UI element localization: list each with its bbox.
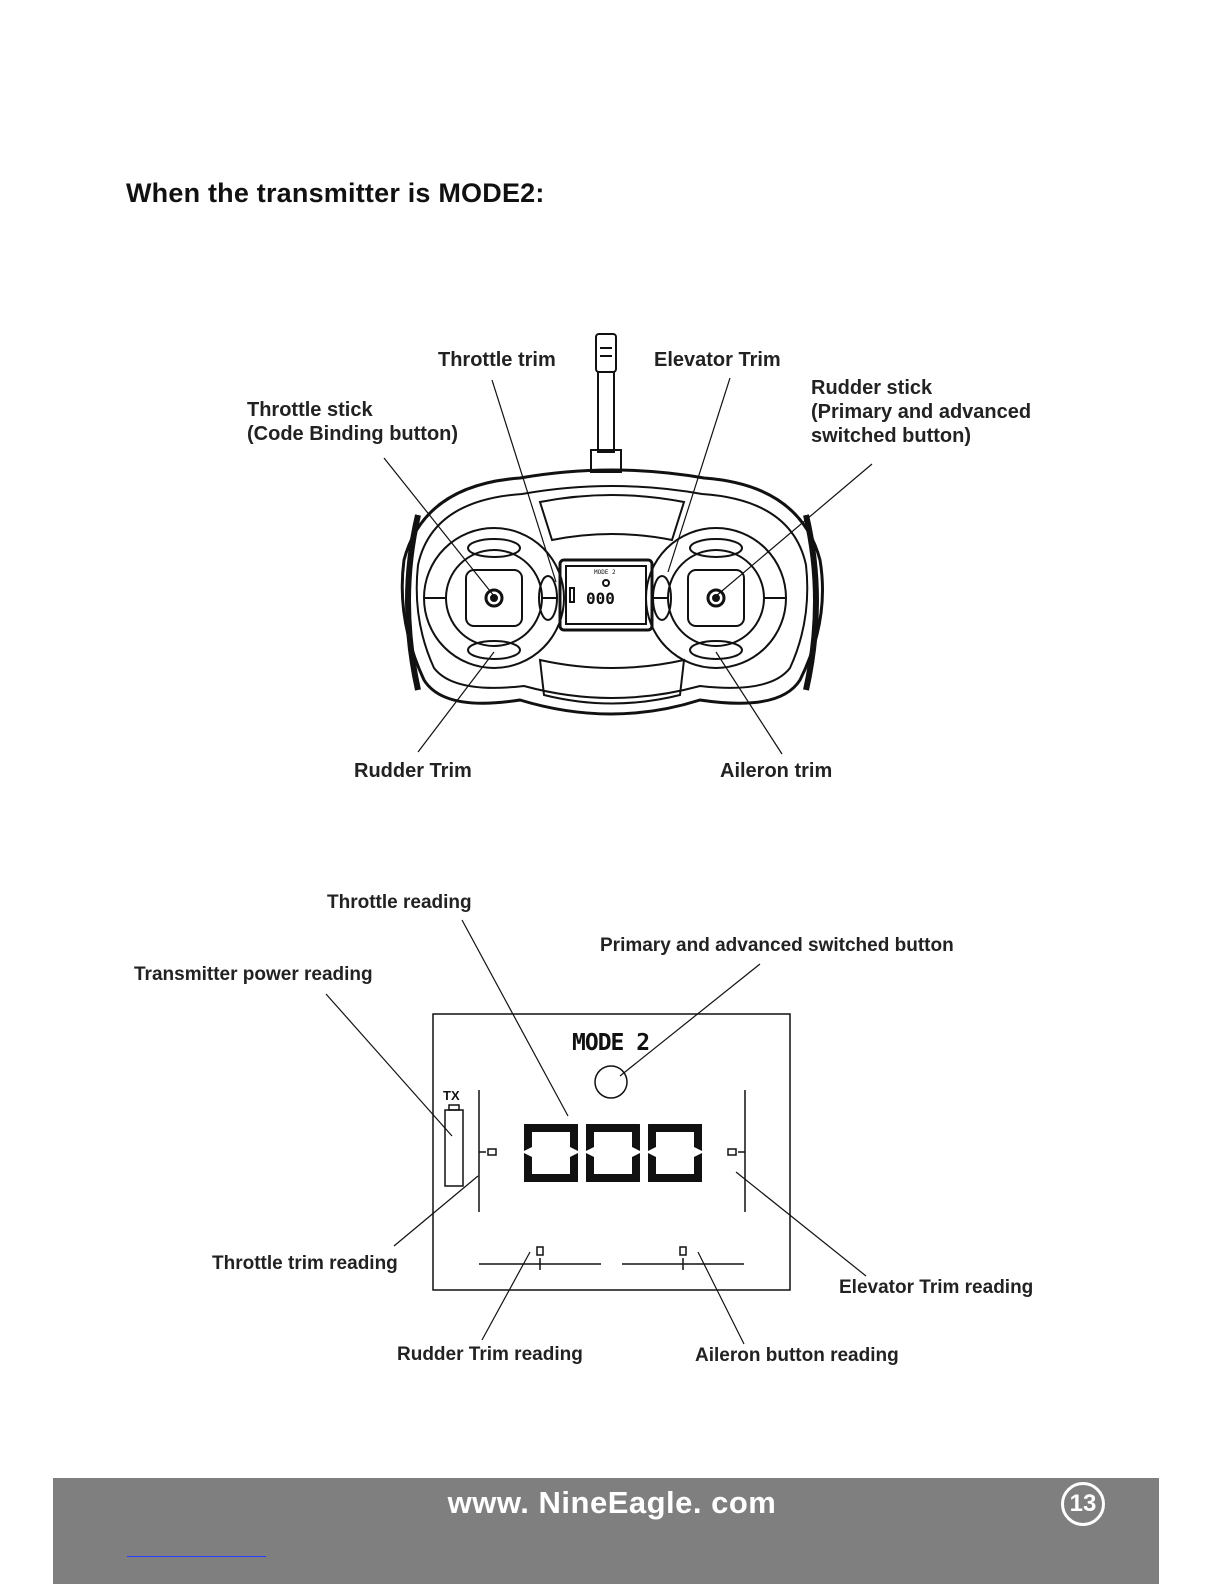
page-heading: When the transmitter is MODE2: <box>126 178 545 208</box>
label-throttle-trim-reading: Throttle trim reading <box>212 1253 398 1274</box>
footer-link-underline[interactable] <box>127 1556 266 1557</box>
lcd-mode-label: MODE 2 <box>572 1030 650 1056</box>
label-rudder-trim-reading: Rudder Trim reading <box>397 1344 583 1365</box>
label-elevator-trim: Elevator Trim <box>654 349 781 371</box>
label-throttle-trim: Throttle trim <box>438 349 556 371</box>
svg-text:000: 000 <box>586 589 615 608</box>
label-throttle-reading: Throttle reading <box>327 892 472 913</box>
label-aileron-button-reading: Aileron button reading <box>695 1345 899 1366</box>
footer-url[interactable]: www. NineEagle. com <box>447 1485 777 1520</box>
label-rudder-trim: Rudder Trim <box>354 760 472 782</box>
transmitter-diagram: 000 <box>383 333 873 755</box>
label-aileron-trim: Aileron trim <box>720 760 833 782</box>
label-rudder-stick-sub1: (Primary and advanced <box>811 401 1032 423</box>
label-transmitter-power: Transmitter power reading <box>134 964 373 985</box>
mini-lcd-mode: MODE 2 <box>594 569 616 576</box>
lcd-tx-label: TX <box>443 1088 460 1103</box>
label-rudder-stick-sub2: switched button) <box>811 425 971 447</box>
page-number: 13 <box>1061 1482 1105 1526</box>
label-rudder-stick: Rudder stick <box>811 377 933 399</box>
label-primary-advanced: Primary and advanced switched button <box>600 935 954 956</box>
footer-bar <box>53 1478 1159 1584</box>
label-throttle-stick: Throttle stick <box>247 399 373 421</box>
label-throttle-stick-sub: (Code Binding button) <box>247 423 459 445</box>
label-elevator-trim-reading: Elevator Trim reading <box>839 1277 1034 1298</box>
